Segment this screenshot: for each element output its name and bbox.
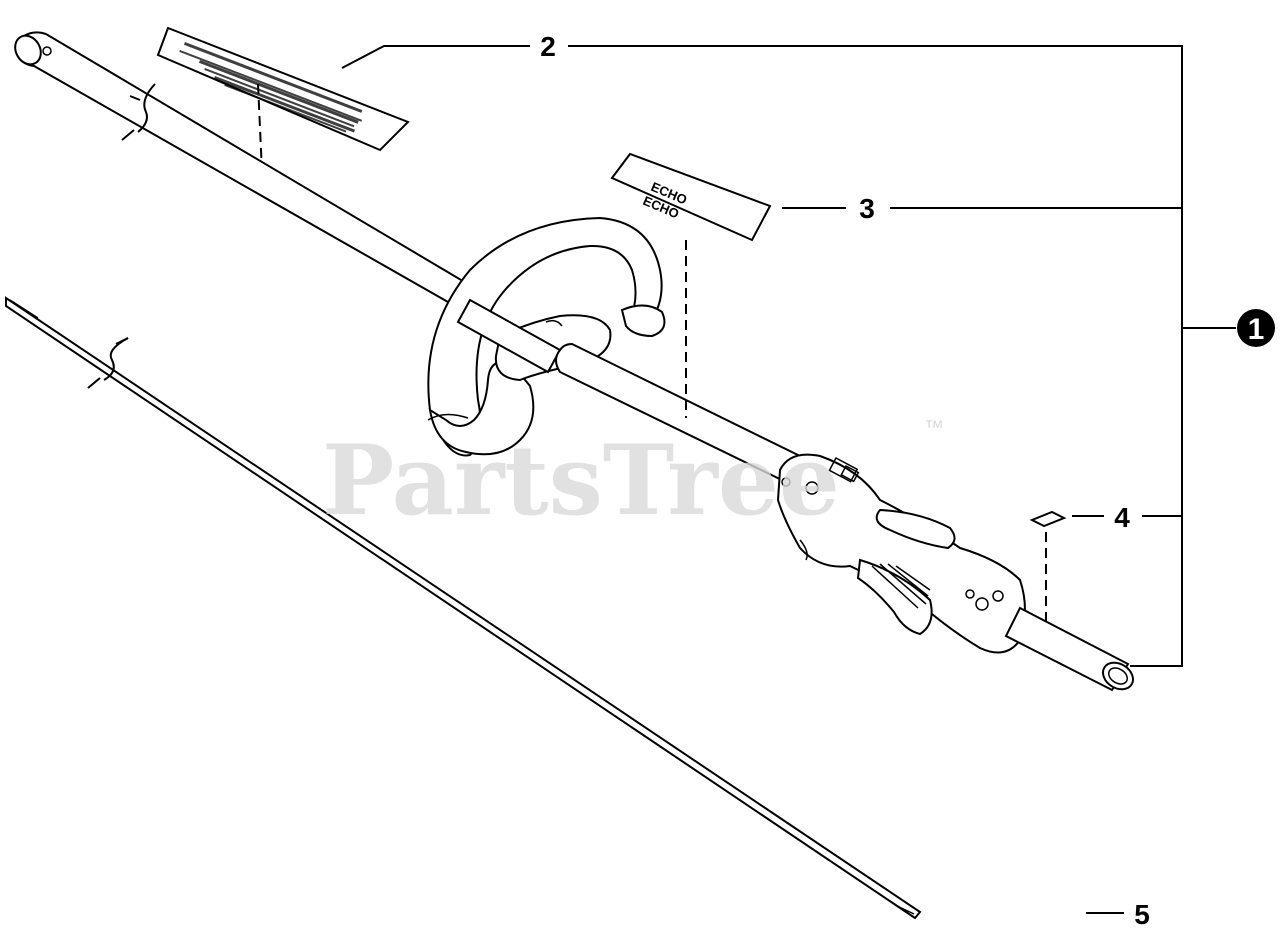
shaft-through-handle [456, 298, 562, 374]
callout-1: 1 [1248, 313, 1265, 346]
callout-2: 2 [540, 31, 556, 62]
decal-part-3: ECHO ECHO [610, 152, 772, 242]
watermark: PartsTree [322, 424, 840, 537]
watermark-trademark: ™ [924, 417, 944, 439]
clip-part-4 [1029, 510, 1067, 528]
drive-shaft-part-5 [5, 296, 922, 920]
callout-4: 4 [1114, 502, 1130, 533]
loop-handle [427, 216, 666, 457]
callout-3: 3 [859, 193, 875, 224]
decal-part-2 [156, 26, 410, 152]
callout-leaders [341, 45, 1236, 914]
throttle-grip [776, 453, 1026, 654]
callout-1-badge: 1 [1237, 309, 1275, 347]
callout-5: 5 [1134, 899, 1150, 930]
shaft-tube [14, 31, 480, 312]
decal-2-alignment-dashes [257, 83, 263, 173]
tube-end [1004, 606, 1134, 692]
